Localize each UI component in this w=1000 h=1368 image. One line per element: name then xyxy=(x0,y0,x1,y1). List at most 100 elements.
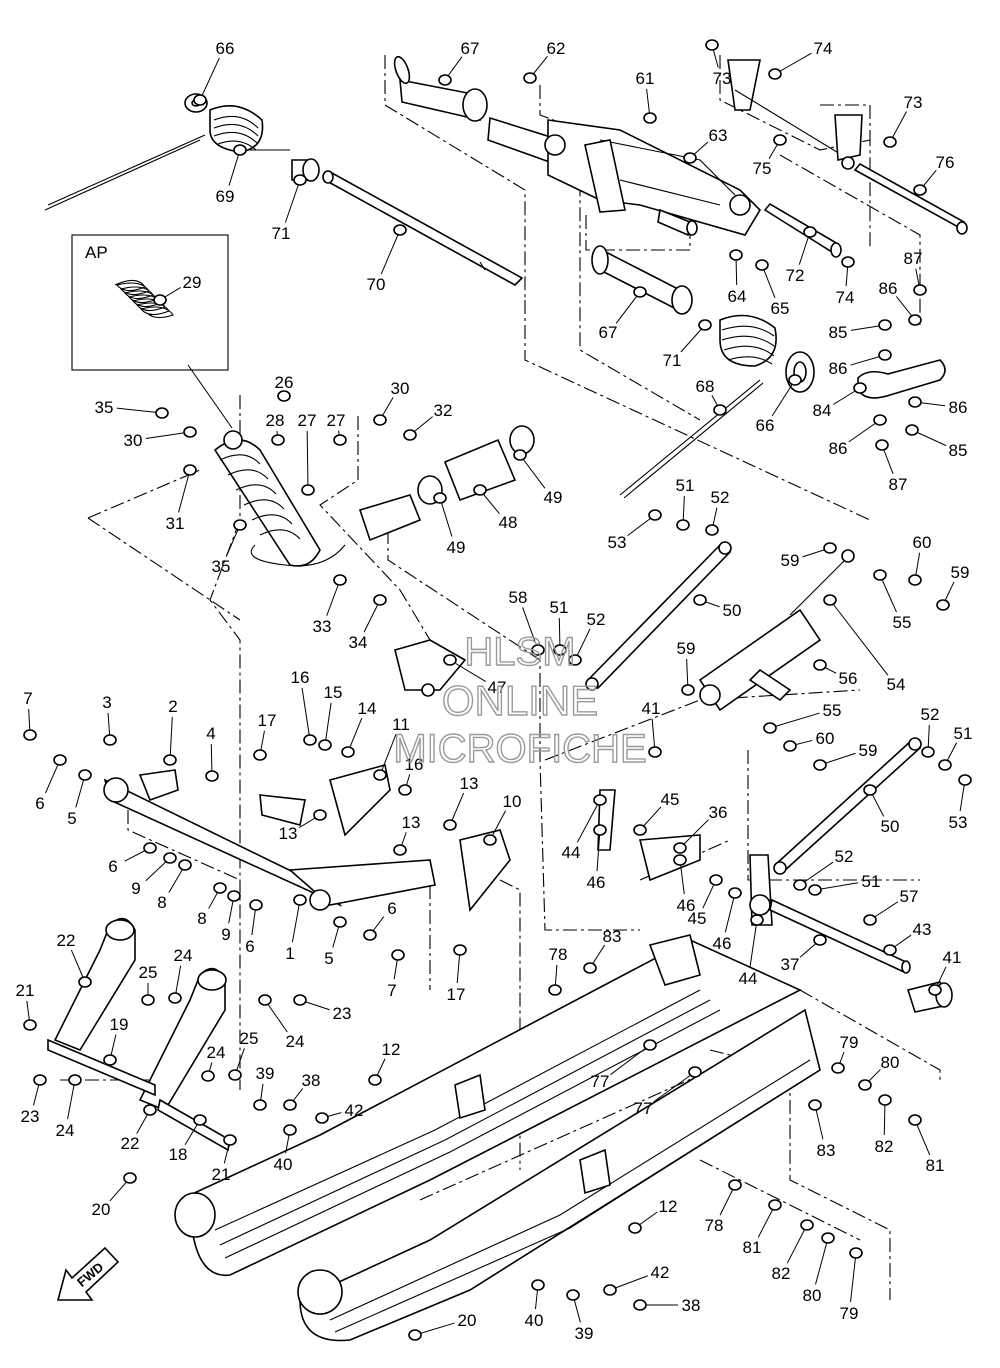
part-number: 71 xyxy=(272,224,291,243)
part-number: 59 xyxy=(781,551,800,570)
part-marker xyxy=(553,644,567,656)
part-marker xyxy=(713,404,727,416)
callout-80: 80 xyxy=(858,1053,899,1091)
part-marker xyxy=(373,769,387,781)
part-marker xyxy=(873,569,887,581)
part-marker xyxy=(603,1284,617,1296)
shaft-76-icon xyxy=(853,162,968,235)
part-marker xyxy=(271,434,285,446)
callout-50: 50 xyxy=(863,784,899,836)
part-marker xyxy=(301,484,315,496)
leader-line xyxy=(883,1099,886,1136)
callout-51: 51 xyxy=(938,724,973,771)
part-number: 55 xyxy=(893,613,912,632)
callout-47: 47 xyxy=(443,654,507,697)
part-number: 39 xyxy=(256,1064,275,1083)
callout-22: 22 xyxy=(121,1104,157,1153)
part-marker xyxy=(53,754,67,766)
part-marker xyxy=(813,759,827,771)
part-marker xyxy=(936,599,950,611)
part-number: 60 xyxy=(816,729,835,748)
part-number: 74 xyxy=(836,288,855,307)
callout-59: 59 xyxy=(936,563,970,611)
part-marker xyxy=(633,286,647,298)
part-number: 82 xyxy=(772,1264,791,1283)
part-number: 23 xyxy=(333,1004,352,1023)
part-number: 62 xyxy=(547,39,566,58)
leader-line xyxy=(610,1044,651,1075)
callout-33: 33 xyxy=(313,574,347,636)
callout-27: 27 xyxy=(327,411,347,446)
collar-71-icon xyxy=(291,158,320,182)
callout-45: 45 xyxy=(633,790,679,836)
part-number: 84 xyxy=(813,401,832,420)
callout-21: 21 xyxy=(16,981,37,1031)
leader-line xyxy=(301,687,311,741)
callout-35: 35 xyxy=(212,519,247,576)
part-number: 51 xyxy=(954,724,973,743)
part-marker xyxy=(523,72,537,84)
part-number: 34 xyxy=(349,633,368,652)
leader-line xyxy=(519,454,546,489)
shaft-43-icon xyxy=(769,898,911,974)
part-marker xyxy=(681,684,695,696)
callout-42: 42 xyxy=(603,1263,669,1296)
part-marker xyxy=(373,594,387,606)
part-number: 13 xyxy=(460,774,479,793)
callout-8: 8 xyxy=(197,882,227,928)
part-number: 52 xyxy=(711,488,730,507)
part-marker xyxy=(841,256,855,268)
part-marker xyxy=(163,852,177,864)
callout-85: 85 xyxy=(829,319,892,342)
part-marker xyxy=(123,1172,137,1184)
tube-67-upper-icon xyxy=(393,55,488,122)
callout-64: 64 xyxy=(728,249,746,306)
part-marker xyxy=(78,976,92,988)
part-marker xyxy=(223,1134,237,1146)
part-number: 59 xyxy=(951,563,970,582)
callout-51: 51 xyxy=(676,476,694,531)
part-number: 35 xyxy=(95,398,114,417)
part-marker xyxy=(408,1329,422,1341)
part-number: 59 xyxy=(859,741,878,760)
callout-8: 8 xyxy=(157,859,192,912)
callout-38: 38 xyxy=(633,1296,700,1315)
callout-19: 19 xyxy=(103,1015,129,1066)
part-number: 13 xyxy=(279,824,298,843)
part-marker xyxy=(333,574,347,586)
part-marker xyxy=(293,994,307,1006)
part-number: 51 xyxy=(550,598,569,617)
part-marker xyxy=(803,226,817,238)
part-number: 17 xyxy=(447,985,466,1004)
bracket-47-icon xyxy=(394,639,467,697)
callout-18: 18 xyxy=(169,1114,207,1164)
part-marker xyxy=(813,659,827,671)
part-marker xyxy=(513,449,527,461)
callout-34: 34 xyxy=(349,594,387,652)
leader-line xyxy=(326,579,341,616)
part-marker xyxy=(768,68,782,80)
part-number: 49 xyxy=(447,538,466,557)
part-marker xyxy=(213,882,227,894)
part-marker xyxy=(303,734,317,746)
callout-49: 49 xyxy=(513,449,562,507)
part-marker xyxy=(341,746,355,758)
callout-5: 5 xyxy=(324,916,347,968)
part-number: 22 xyxy=(57,931,76,950)
part-number: 7 xyxy=(23,689,32,708)
part-number: 57 xyxy=(900,887,919,906)
callout-24: 24 xyxy=(258,994,304,1051)
part-number: 47 xyxy=(488,678,507,697)
part-marker xyxy=(531,1279,545,1291)
part-number: 30 xyxy=(124,431,143,450)
callout-25: 25 xyxy=(228,1029,258,1081)
part-number: 16 xyxy=(405,755,424,774)
callout-39: 39 xyxy=(566,1289,593,1343)
part-marker xyxy=(483,834,497,846)
leader-line xyxy=(850,1252,857,1303)
part-marker xyxy=(908,1114,922,1126)
callout-73: 73 xyxy=(705,39,731,88)
callout-52: 52 xyxy=(921,705,939,758)
watermark: HLSM ONLINE MICROFICHE xyxy=(393,629,648,771)
part-number: 19 xyxy=(110,1015,129,1034)
